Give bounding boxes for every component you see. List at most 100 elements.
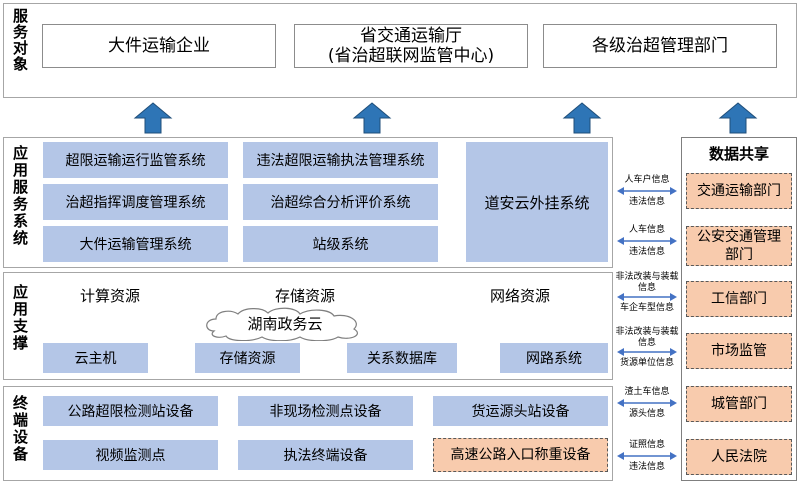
flow-4-bottom: 货源单位信息	[615, 358, 679, 369]
flow-5-bottom: 源头信息	[617, 409, 677, 420]
system-overload-monitoring: 超限运输运行监管系统	[43, 142, 228, 178]
resource-compute: 计算资源	[60, 285, 160, 306]
flow-label: 源头信息	[628, 409, 665, 419]
flow-4-top: 非法改装与装载信息	[615, 327, 679, 349]
flow-label: 渣土车信息	[624, 387, 670, 397]
dept-label: 工信部门	[711, 291, 767, 307]
system-station: 站级系统	[243, 226, 438, 262]
flow-1-bottom: 违法信息	[617, 197, 677, 208]
cloud-label-text: 湖南政务云	[247, 315, 323, 333]
flow-3-bottom: 车企车型信息	[615, 303, 679, 314]
system-label: 站级系统	[312, 237, 369, 253]
service-label: 服务对象	[10, 8, 30, 72]
double-arrow-icon	[617, 237, 677, 245]
system-label: 治超综合分析评价系统	[270, 195, 411, 211]
dept-transport: 交通运输部门	[686, 173, 792, 209]
system-command-dispatch: 治超指挥调度管理系统	[43, 184, 228, 220]
double-arrow-icon	[617, 187, 677, 195]
support-item-label: 关系数据库	[367, 351, 437, 367]
device-label: 高速公路入口称重设备	[450, 447, 591, 463]
terminal-label-text: 终端设备	[11, 395, 29, 463]
flow-6-bottom: 违法信息	[617, 462, 677, 473]
flow-1-top: 人车户信息	[617, 175, 677, 186]
flow-label: 非法改装与装载信息	[615, 272, 679, 293]
up-arrow-icon	[562, 102, 602, 134]
system-daoan-cloud: 道安云外挂系统	[466, 142, 608, 262]
support-item-label: 存储资源	[219, 351, 276, 367]
flow-label: 人车户信息	[624, 175, 670, 185]
flow-label: 证照信息	[628, 440, 665, 450]
flow-label: 违法信息	[628, 247, 665, 257]
dept-label: 公安交通管理部门	[697, 229, 781, 263]
system-label: 违法超限运输执法管理系统	[256, 153, 425, 169]
flow-3-top: 非法改装与装载信息	[615, 272, 679, 294]
device-label: 非现场检测点设备	[269, 404, 382, 420]
flow-label: 非法改装与装载信息	[615, 327, 679, 348]
support-label-text: 应用支撑	[11, 284, 29, 352]
flow-6-top: 证照信息	[617, 440, 677, 451]
flow-label: 车企车型信息	[619, 303, 674, 313]
device-enforcement-terminal: 执法终端设备	[238, 440, 413, 470]
service-box-enterprise: 大件运输企业	[42, 24, 276, 68]
device-highway-entrance-weighing: 高速公路入口称重设备	[433, 438, 608, 472]
share-title-text: 数据共享	[708, 145, 769, 163]
service-label-text: 服务对象	[11, 8, 29, 72]
device-label: 执法终端设备	[283, 448, 368, 464]
system-law-enforcement: 违法超限运输执法管理系统	[243, 142, 438, 178]
dept-label: 人民法院	[711, 449, 767, 465]
device-highway-station: 公路超限检测站设备	[43, 396, 218, 426]
double-arrow-icon	[617, 348, 677, 356]
dept-urban-management: 城管部门	[686, 386, 792, 422]
cloud-label: 湖南政务云	[220, 313, 350, 334]
service-box-enterprise-text: 大件运输企业	[108, 36, 210, 56]
share-title: 数据共享	[681, 143, 797, 164]
support-item-label: 云主机	[74, 351, 117, 367]
resource-storage: 存储资源	[255, 285, 355, 306]
system-label: 道安云外挂系统	[484, 193, 590, 212]
support-item-label: 网路系统	[526, 351, 582, 367]
service-box-transport-dept: 省交通运输厅 (省治超联网监管中心)	[294, 24, 528, 68]
flow-2-bottom: 违法信息	[617, 247, 677, 258]
device-label: 公路超限检测站设备	[67, 404, 194, 420]
flow-label: 人车信息	[628, 225, 665, 235]
flow-label: 违法信息	[628, 462, 665, 472]
app-label-text: 应用服务系统	[11, 145, 29, 247]
device-label: 视频监测点	[95, 448, 166, 464]
system-label: 大件运输管理系统	[79, 237, 192, 253]
up-arrow-icon	[133, 102, 173, 134]
double-arrow-icon	[617, 452, 677, 460]
up-arrow-icon	[352, 102, 392, 134]
dept-market-supervision: 市场监管	[686, 333, 792, 369]
double-arrow-icon	[617, 399, 677, 407]
dept-public-security-traffic: 公安交通管理部门	[686, 226, 792, 266]
flow-label: 违法信息	[628, 197, 665, 207]
double-arrow-icon	[617, 293, 677, 301]
flow-2-top: 人车信息	[617, 225, 677, 236]
system-label: 超限运输运行监管系统	[65, 153, 206, 169]
support-item-network: 网路系统	[500, 343, 608, 373]
app-label: 应用服务系统	[10, 145, 30, 247]
device-offsite-detection: 非现场检测点设备	[238, 396, 413, 426]
dept-label: 市场监管	[711, 343, 767, 359]
support-item-cloud-host: 云主机	[43, 343, 148, 373]
service-box-transport-dept-line2: (省治超联网监管中心)	[327, 46, 495, 66]
resource-network: 网络资源	[470, 285, 570, 306]
dept-peoples-court: 人民法院	[686, 439, 792, 475]
resource-label: 计算资源	[79, 287, 140, 305]
service-box-transport-dept-line1: 省交通运输厅	[360, 26, 462, 46]
support-label: 应用支撑	[10, 284, 30, 352]
resource-label: 存储资源	[274, 287, 335, 305]
flow-label: 货源单位信息	[619, 358, 674, 368]
device-video-monitoring: 视频监测点	[43, 440, 218, 470]
flow-5-top: 渣土车信息	[617, 387, 677, 398]
device-label: 货运源头站设备	[471, 404, 570, 420]
support-item-storage: 存储资源	[195, 343, 300, 373]
terminal-label: 终端设备	[10, 395, 30, 463]
system-analysis-evaluation: 治超综合分析评价系统	[243, 184, 438, 220]
device-source-station: 货运源头站设备	[433, 396, 608, 426]
service-box-management-dept-text: 各级治超管理部门	[592, 36, 728, 56]
cloud-icon	[206, 307, 359, 341]
service-box-management-dept: 各级治超管理部门	[543, 24, 777, 68]
support-item-database: 关系数据库	[347, 343, 457, 373]
dept-industry-info: 工信部门	[686, 281, 792, 317]
